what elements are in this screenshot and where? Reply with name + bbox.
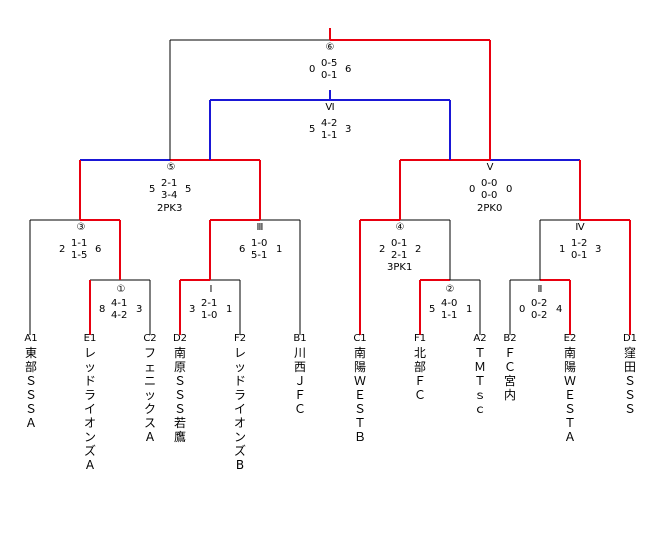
half-score-2: 1-5 (71, 250, 88, 261)
team-name: 川西ＪＦＣ (293, 346, 306, 416)
score-right: 5 (185, 184, 192, 195)
team-name: ＦＣ宮内 (503, 346, 516, 402)
match-label: Ⅵ (325, 102, 335, 113)
team-name: 窪田ＳＳＳ (623, 346, 636, 416)
half-score-1: 0-0 (481, 178, 498, 189)
half-score-1: 0-5 (321, 58, 338, 69)
score-right: 6 (95, 244, 102, 255)
team-name: ＴＭＴｓｃ (473, 346, 486, 416)
half-score-1: 0-1 (391, 238, 408, 249)
score-left: 0 (309, 64, 316, 75)
team-name: レッドライオンズB (233, 346, 246, 472)
team-code: D2 (172, 333, 188, 344)
score-right: 1 (226, 304, 233, 315)
half-score-2: 1-1 (441, 310, 458, 321)
match-label: ② (445, 284, 455, 295)
score-left: 1 (559, 244, 566, 255)
team-code: D1 (622, 333, 638, 344)
match-label: ④ (395, 222, 405, 233)
team-code: C2 (143, 333, 157, 344)
team-code: B1 (293, 333, 307, 344)
half-score-1: 1-0 (251, 238, 268, 249)
score-right: 2 (415, 244, 422, 255)
half-score-2: 1-1 (321, 130, 338, 141)
score-left: 5 (429, 304, 436, 315)
score-right: 4 (556, 304, 563, 315)
match-label: Ⅰ (209, 284, 213, 295)
score-left: 2 (59, 244, 66, 255)
half-score-2: 4-2 (111, 310, 128, 321)
penalty-result: 3PK1 (387, 262, 413, 273)
half-score-2: 5-1 (251, 250, 268, 261)
team-name: 南陽ＷＥＳＴ Ａ (563, 346, 589, 444)
team-name: レッドライオンズA (83, 346, 96, 472)
half-score-1: 4-0 (441, 298, 458, 309)
score-right: 1 (466, 304, 473, 315)
score-left: 5 (149, 184, 156, 195)
half-score-1: 2-1 (201, 298, 218, 309)
score-left: 8 (99, 304, 106, 315)
half-score-2: 0-1 (321, 70, 338, 81)
match-label: Ⅱ (537, 284, 543, 295)
match-label: Ⅴ (486, 162, 494, 173)
match-label: Ⅲ (256, 222, 264, 233)
team-name: 北部ＦＣ (413, 346, 426, 402)
half-score-2: 0-1 (571, 250, 588, 261)
team-name: フェニックスA (143, 346, 156, 444)
score-right: 3 (345, 124, 352, 135)
team-code: A1 (24, 333, 38, 344)
score-right: 3 (136, 304, 143, 315)
half-score-1: 4-1 (111, 298, 128, 309)
match-label: ① (116, 284, 126, 295)
team-code: A2 (473, 333, 487, 344)
penalty-result: 2PK3 (157, 203, 183, 214)
score-left: 6 (239, 244, 246, 255)
half-score-2: 0-2 (531, 310, 548, 321)
team-name: 南陽ＷＥＳＴ Ｂ (353, 346, 379, 444)
match-label: Ⅳ (575, 222, 585, 233)
half-score-2: 3-4 (161, 190, 178, 201)
score-left: 0 (519, 304, 526, 315)
score-left: 5 (309, 124, 316, 135)
half-score-2: 1-0 (201, 310, 218, 321)
team-code: C1 (353, 333, 367, 344)
penalty-result: 2PK0 (477, 203, 503, 214)
team-name: 南原ＳＳＳ若鷹 (173, 346, 186, 444)
match-label: ③ (76, 222, 86, 233)
score-right: 3 (595, 244, 602, 255)
half-score-2: 0-0 (481, 190, 498, 201)
team-code: E2 (563, 333, 577, 344)
score-right: 6 (345, 64, 352, 75)
score-left: 3 (189, 304, 196, 315)
team-name: 東部ＳＳＳ Ａ (24, 346, 50, 430)
match-label: ⑤ (166, 162, 176, 173)
half-score-2: 2-1 (391, 250, 408, 261)
score-left: 2 (379, 244, 386, 255)
team-code: E1 (83, 333, 97, 344)
half-score-1: 1-1 (71, 238, 88, 249)
half-score-1: 1-2 (571, 238, 588, 249)
score-left: 0 (469, 184, 476, 195)
score-right: 1 (276, 244, 283, 255)
team-code: F2 (233, 333, 247, 344)
score-right: 0 (506, 184, 513, 195)
half-score-1: 2-1 (161, 178, 178, 189)
team-code: F1 (413, 333, 427, 344)
team-code: B2 (503, 333, 517, 344)
match-label: ⑥ (325, 42, 335, 53)
half-score-1: 0-2 (531, 298, 548, 309)
half-score-1: 4-2 (321, 118, 338, 129)
